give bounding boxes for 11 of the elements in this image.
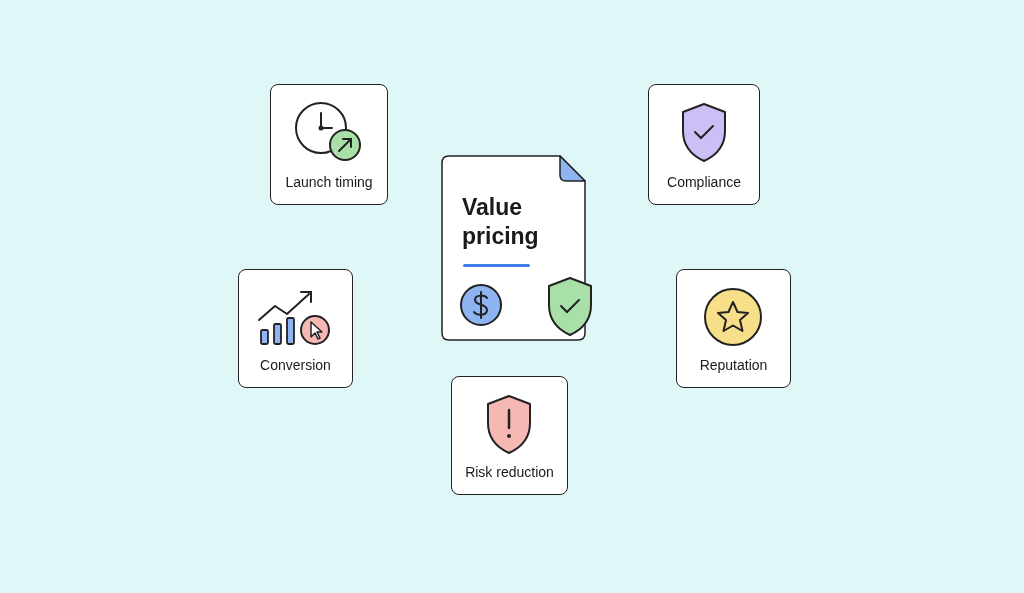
document-title: Value pricing	[462, 193, 540, 251]
card-label: Compliance	[666, 174, 742, 190]
card	[451, 376, 568, 495]
card-label: Conversion	[259, 357, 332, 373]
card	[676, 269, 791, 388]
card-label: Reputation	[698, 357, 769, 373]
card-label: Launch timing	[284, 174, 374, 190]
card	[270, 84, 388, 205]
card-label: Risk reduction	[464, 464, 555, 480]
card	[238, 269, 353, 388]
card	[648, 84, 760, 205]
